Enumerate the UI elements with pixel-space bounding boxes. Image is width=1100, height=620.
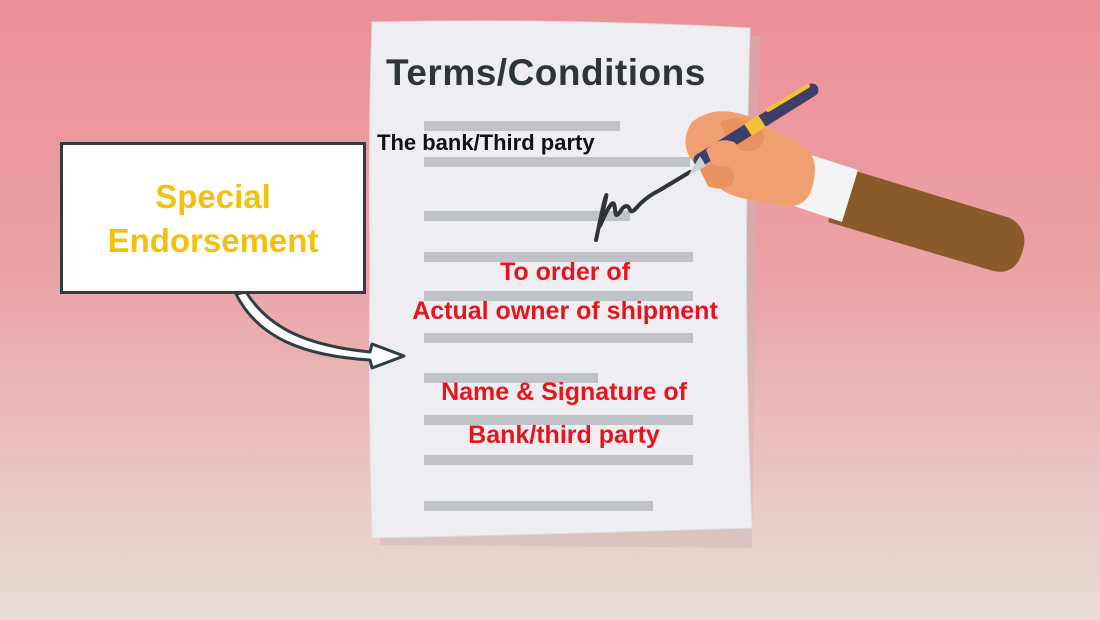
signature-label-line1: Name & Signature of <box>441 378 687 406</box>
text-lines <box>424 121 693 511</box>
order-label-line2: Actual owner of shipment <box>412 297 718 325</box>
hand-with-pen-icon <box>685 83 1025 272</box>
document-title: Terms/Conditions <box>386 52 706 93</box>
callout-label: Special Endorsement <box>107 178 319 259</box>
pen-gold-band <box>744 115 766 136</box>
sleeve <box>828 168 1025 272</box>
callout-arrow-icon <box>234 290 406 370</box>
pen-tip <box>688 156 706 176</box>
signature-icon <box>594 170 692 242</box>
party-label: The bank/Third party <box>377 130 595 155</box>
pen-clip <box>766 84 810 112</box>
index-finger <box>706 140 740 167</box>
callout-box: Special Endorsement <box>60 142 366 294</box>
order-label-line1: To order of <box>499 258 631 286</box>
document-icon <box>368 20 753 539</box>
fingers <box>700 163 735 189</box>
signature-label-line2: Bank/third party <box>468 421 660 449</box>
